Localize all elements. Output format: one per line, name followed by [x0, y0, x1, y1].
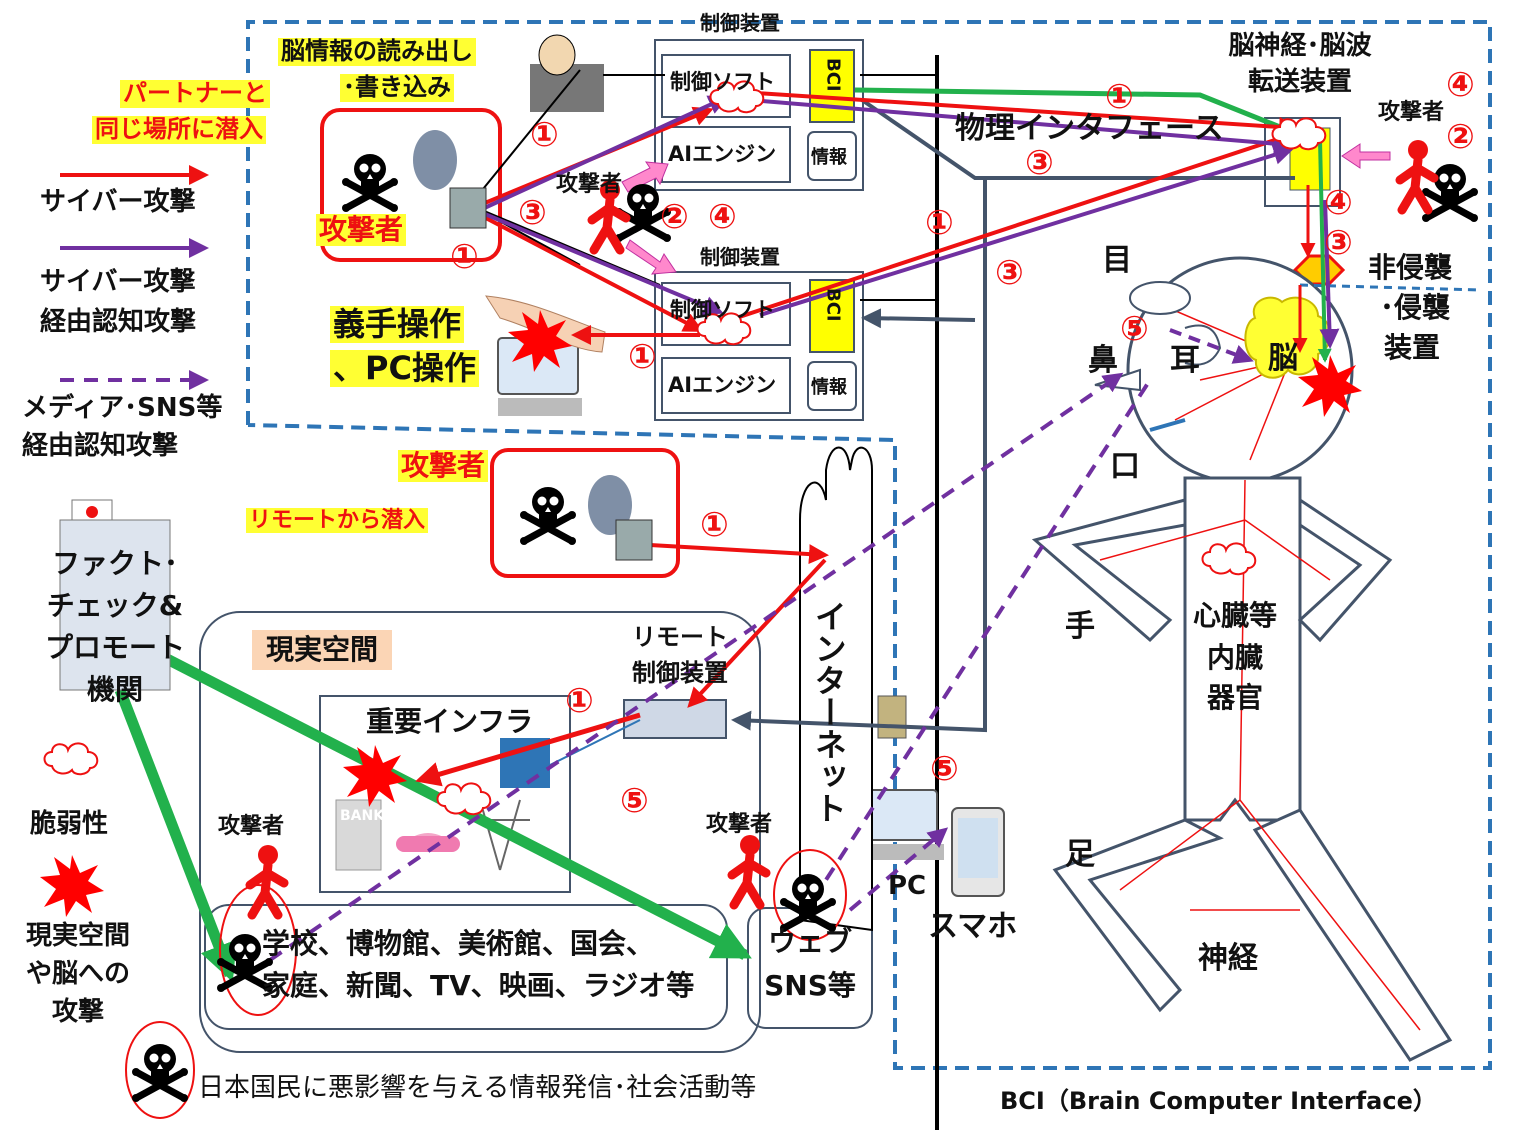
nerve-label: 神経 [1198, 941, 1258, 976]
eye-label: 目 [1102, 243, 1132, 278]
transfer-device-label-1: 脳神経･脳波 [1228, 31, 1372, 61]
ai-engine-2: AIエンジン [668, 373, 777, 397]
heart-label-2: 内臓 [1206, 641, 1263, 674]
step-1-a: ① [530, 115, 559, 155]
real-space-label: 現実空間 [252, 630, 393, 671]
insider-attacker-label: 攻撃者 [316, 213, 407, 247]
step-3-d: ③ [1324, 223, 1353, 263]
step-5-c: ⑤ [930, 749, 959, 789]
control-device-1-label: 制御装置 [700, 11, 780, 35]
ear-label: 耳 [1170, 343, 1200, 378]
remote-intrusion-label: リモートから潜入 [246, 508, 429, 534]
control-device-2-label: 制御装置 [700, 245, 780, 269]
mid-attacker-label: 攻撃者 [556, 172, 623, 197]
web-attacker-label: 攻撃者 [706, 812, 773, 837]
step-5-a: ⑤ [1120, 309, 1149, 349]
right-attacker-label: 攻撃者 [1378, 100, 1445, 125]
step-1-b: ① [450, 237, 479, 277]
transfer-device-label-2: 転送装置 [1247, 67, 1352, 97]
remote-device-label-1: リモート [632, 623, 728, 651]
step-4-a: ④ [708, 197, 737, 237]
noninvasive-label-1: 非侵襲 [1368, 251, 1453, 284]
factcheck-label-2: チェック& [46, 589, 184, 622]
hand-label: 手 [1065, 609, 1095, 644]
step-1-g: ① [565, 681, 594, 721]
legend-vulnerability-icon [43, 742, 99, 776]
step-1-e: ① [925, 203, 954, 243]
prosthetic-label-1: 義手操作 [330, 306, 465, 343]
smartphone-label: スマホ [928, 909, 1018, 944]
step-2-b: ② [1446, 117, 1475, 157]
legend-attack-label-3: 攻撃 [51, 997, 104, 1027]
step-3-b: ③ [1025, 143, 1054, 183]
mouth-label: 口 [1110, 449, 1140, 484]
step-1-c: ① [628, 337, 657, 377]
step-3-c: ③ [995, 253, 1024, 293]
web-label-1: ウェブ [767, 925, 852, 958]
step-4-b: ④ [1446, 65, 1475, 105]
brain-label: 脳 [1268, 341, 1298, 376]
legend-cognitive-label-2: 経由認知攻撃 [40, 307, 197, 337]
legend-cognitive-label-1: サイバー攻撃 [40, 267, 196, 297]
legend-media-label-1: メディア･SNS等 [22, 393, 223, 423]
internet-label: インターネット [809, 600, 848, 824]
heart-label-3: 器官 [1206, 681, 1263, 714]
web-label-2: SNS等 [764, 969, 856, 1002]
pc-label: PC [888, 871, 927, 901]
nose-label: 鼻 [1088, 343, 1118, 378]
bci-label-2: BCI [822, 288, 844, 322]
partner-label-1: パートナーと [120, 79, 270, 108]
remote-control-device-icon [623, 699, 727, 739]
remote-attacker-label: 攻撃者 [398, 449, 489, 483]
footer-note: 日本国民に悪影響を与える情報発信･社会活動等 [198, 1073, 757, 1103]
legend-attack-icon [40, 855, 104, 917]
bci-label-1: BCI [822, 58, 844, 92]
partner-label-2: 同じ場所に潜入 [92, 115, 266, 144]
brain-rw-label-2: ･書き込み [340, 73, 454, 102]
legend-media-label-2: 経由認知攻撃 [22, 431, 179, 461]
step-1-f: ① [700, 505, 729, 545]
left-attacker-label: 攻撃者 [218, 814, 285, 839]
physical-interface-label: 物理インタフェース [955, 111, 1224, 146]
control-soft-1: 制御ソフト [670, 70, 775, 94]
legend-cyber-label: サイバー攻撃 [40, 187, 196, 217]
brain-rw-label-1: 脳情報の読み出し [278, 37, 476, 66]
step-3-a: ③ [518, 193, 547, 233]
institutions-label-1: 学校、博物館、美術館、国会、 [262, 927, 655, 960]
noninvasive-label-3: 装置 [1384, 331, 1441, 364]
step-5-b: ⑤ [620, 781, 649, 821]
heart-label-1: 心臓等 [1192, 599, 1277, 632]
remote-device-label-2: 制御装置 [632, 659, 728, 687]
factcheck-label-4: 機関 [86, 673, 143, 706]
info-2: 情報 [811, 377, 847, 398]
system-region-border [246, 20, 1492, 1070]
legend-attack-label-2: や脳への [25, 959, 130, 989]
bank-label: BANK [340, 808, 385, 824]
legend-vulnerability-label: 脆弱性 [30, 809, 109, 839]
factcheck-label-1: ファクト･ [51, 547, 178, 580]
legend-attack-label-1: 現実空間 [25, 921, 130, 951]
factcheck-label-3: プロモート [44, 631, 185, 664]
institutions-box [204, 904, 728, 1030]
control-soft-2: 制御ソフト [670, 298, 775, 322]
info-1: 情報 [811, 147, 847, 168]
noninvasive-label-2: ･侵襲 [1380, 291, 1451, 324]
step-2-a: ② [660, 197, 689, 237]
ai-engine-1: AIエンジン [668, 142, 777, 166]
foot-label: 足 [1065, 837, 1095, 872]
prosthetic-label-2: 、PC操作 [330, 350, 479, 387]
real-space-region [199, 611, 761, 1053]
step-4-c: ④ [1324, 183, 1353, 223]
footer-bci: BCI（Brain Computer Interface） [1000, 1087, 1437, 1115]
institutions-label-2: 家庭、新聞、TV、映画、ラジオ等 [262, 969, 695, 1002]
step-1-d: ① [1105, 77, 1134, 117]
critical-infra-label: 重要インフラ [366, 705, 534, 738]
